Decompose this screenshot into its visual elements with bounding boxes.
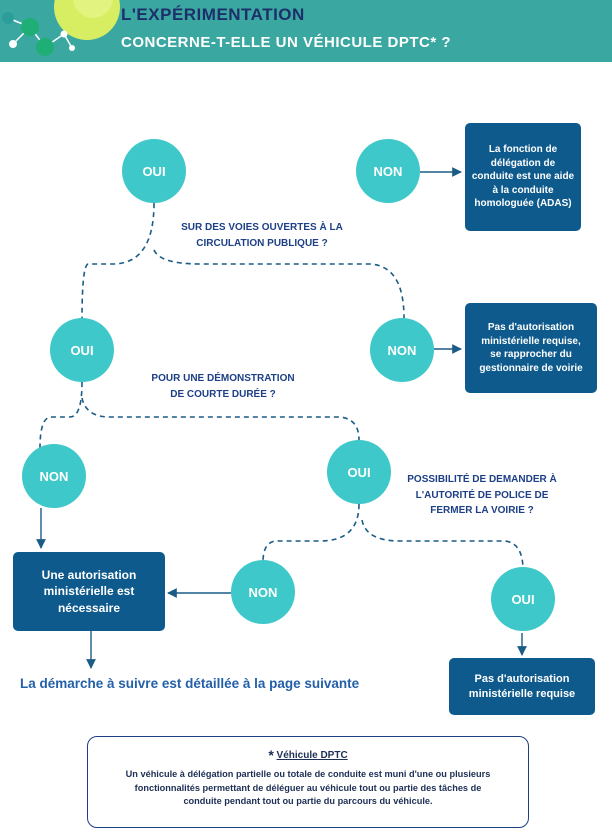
result-autorisation-line2: ministérielle est (43, 584, 135, 599)
result-gestionnaire-line2: ministérielle requise, (481, 335, 581, 347)
answer-oui-4: OUI (491, 567, 555, 631)
result-gestionnaire-line3: se rapprocher du (490, 349, 572, 360)
result-adas-line5: homologuée (ADAS) (474, 198, 572, 210)
connector-oui2-q2 (39, 381, 83, 449)
result-autorisation-line1: Une autorisation (41, 568, 137, 583)
connector-q3-oui4 (361, 519, 524, 571)
result-adas-line4: à la conduite (492, 184, 554, 196)
footnote-line3: conduite pendant tout ou partie du parco… (183, 795, 433, 806)
question-voies-ouvertes: SUR DES VOIES OUVERTES À LA CIRCULATION … (178, 220, 346, 251)
question-demonstration-line2: DE COURTE DURÉE ? (170, 388, 276, 400)
connector-oui3-non4 (262, 503, 360, 563)
answer-oui-3: OUI (327, 440, 391, 504)
question-fermer-voirie-line1: POSSIBILITÉ DE DEMANDER À (407, 474, 557, 485)
result-autorisation-necessaire: Une autorisation ministérielle est néces… (13, 552, 165, 631)
result-pas-autorisation-line2: ministérielle requise (468, 687, 576, 700)
footnote-star: * (268, 747, 274, 763)
result-gestionnaire-line1: Pas d'autorisation (487, 322, 575, 333)
footnote-line1: Un véhicule à délégation partielle ou to… (125, 769, 491, 780)
answer-non-1: NON (356, 139, 420, 203)
result-gestionnaire-line4: gestionnaire de voirie (479, 362, 583, 374)
result-gestionnaire: Pas d'autorisation ministérielle requise… (465, 303, 597, 393)
question-fermer-voirie: POSSIBILITÉ DE DEMANDER À L'AUTORITÉ DE … (400, 472, 564, 519)
connector-q1-non2 (153, 249, 405, 319)
footnote-box: * Véhicule DPTC Un véhicule à délégation… (87, 736, 529, 828)
result-adas: La fonction de délégation de conduite es… (465, 123, 581, 231)
question-fermer-voirie-line2: L'AUTORITÉ DE POLICE DE (415, 489, 549, 501)
result-pas-autorisation: Pas d'autorisation ministérielle requise (449, 658, 595, 715)
result-adas-line2: délégation de (490, 157, 556, 169)
question-fermer-voirie-line3: FERMER LA VOIRIE ? (430, 505, 534, 516)
connector-oui1-q1 (81, 202, 155, 321)
answer-non-3: NON (22, 444, 86, 508)
result-adas-line1: La fonction de (488, 144, 558, 156)
next-step-note: La démarche à suivre est détaillée à la … (20, 676, 360, 691)
question-demonstration: POUR UNE DÉMONSTRATION DE COURTE DURÉE ? (138, 371, 308, 402)
question-voies-ouvertes-line2: CIRCULATION PUBLIQUE ? (196, 237, 328, 249)
result-pas-autorisation-line1: Pas d'autorisation (474, 672, 570, 685)
answer-oui-1: OUI (122, 139, 186, 203)
footnote-title: * Véhicule DPTC (88, 745, 528, 765)
header-title-line1: L'EXPÉRIMENTATION (121, 5, 305, 24)
network-decoration-icon (2, 0, 120, 56)
question-demonstration-line1: POUR UNE DÉMONSTRATION (151, 373, 295, 384)
question-voies-ouvertes-line1: SUR DES VOIES OUVERTES À LA (181, 222, 343, 233)
answer-non-2: NON (370, 318, 434, 382)
footnote-title-text: Véhicule DPTC (276, 750, 348, 761)
answer-non-4: NON (231, 560, 295, 624)
header-title-line2: CONCERNE-T-ELLE UN VÉHICULE DPTC* ? (121, 34, 452, 51)
result-adas-line3: conduite est une aide (471, 171, 575, 183)
page-header: L'EXPÉRIMENTATION CONCERNE-T-ELLE UN VÉH… (0, 0, 612, 62)
result-autorisation-line3: nécessaire (57, 600, 121, 615)
answer-oui-2: OUI (50, 318, 114, 382)
connector-q2-oui3 (81, 397, 360, 441)
footnote-line2: fonctionnalités permettant de déléguer a… (134, 782, 482, 793)
